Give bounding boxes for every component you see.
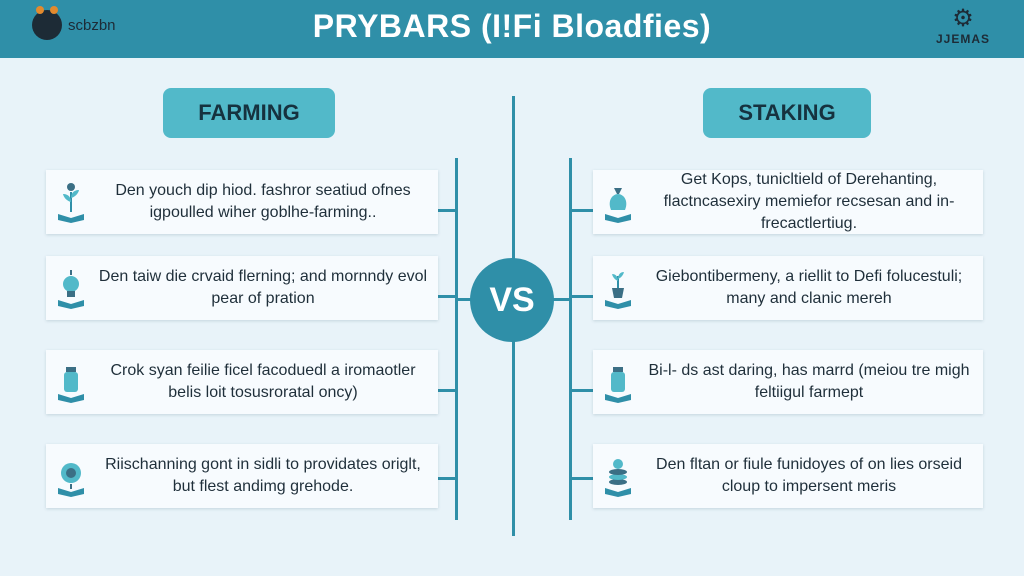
mascot-icon: ⚙ [952, 5, 974, 32]
plant-book-icon [58, 183, 84, 223]
staking-label: STAKING [703, 88, 871, 138]
left-tick [438, 209, 456, 212]
farming-card: Den taiw die crvaid flerning; and mornnd… [46, 256, 438, 320]
staking-card-text: Bi-l- ds ast daring, has marrd (meiou tr… [648, 362, 970, 401]
vs-connector-left [455, 298, 473, 301]
farming-card-text: Den youch dip hiod. fashror seatiud ofne… [115, 182, 411, 221]
plant-pot-book-icon [605, 272, 631, 309]
left-tick [438, 295, 456, 298]
staking-card: Den fltan or fiule funidoyes of on lies … [593, 444, 983, 508]
jar-book-icon [605, 367, 631, 403]
farming-card-text: Den taiw die crvaid flerning; and mornnd… [98, 268, 428, 307]
vs-badge: VS [470, 258, 554, 342]
left-spine [455, 158, 458, 520]
header-bar: scbzbn PRYBARS (I!Fi Bloadfies) ⚙ JJEMAS [0, 0, 1024, 58]
brand-name-left: scbzbn [68, 16, 116, 34]
bulb-book-icon [58, 270, 84, 309]
staking-card-text: Giebontibermeny, a riellit to Defi foluc… [655, 268, 963, 307]
left-tick [438, 389, 456, 392]
jar-book-icon [58, 367, 84, 403]
right-tick [570, 477, 593, 480]
farming-label: FARMING [163, 88, 335, 138]
coin-book-icon [58, 463, 84, 497]
farming-card: Riischanning gont in sidli to providates… [46, 444, 438, 508]
staking-card: Get Kops, tunicltield of Derehanting, fl… [593, 170, 983, 234]
coin-stack-book-icon [605, 459, 631, 497]
page-title: PRYBARS (I!Fi Bloadfies) [312, 8, 712, 44]
money-bag-book-icon [605, 188, 631, 223]
staking-card-text: Get Kops, tunicltield of Derehanting, fl… [663, 171, 955, 232]
staking-card: Bi-l- ds ast daring, has marrd (meiou tr… [593, 350, 983, 414]
right-tick [570, 295, 593, 298]
staking-card: Giebontibermeny, a riellit to Defi foluc… [593, 256, 983, 320]
bot-icon [32, 6, 62, 40]
staking-card-text: Den fltan or fiule funidoyes of on lies … [656, 456, 962, 495]
farming-card: Crok syan feilie ficel facoduedl a iroma… [46, 350, 438, 414]
brand-logo-right: ⚙ JJEMAS [928, 5, 998, 47]
right-spine [569, 158, 572, 520]
right-tick [570, 209, 593, 212]
brand-name-right: JJEMAS [935, 32, 991, 46]
brand-logo-left: scbzbn [32, 6, 116, 40]
farming-card: Den youch dip hiod. fashror seatiud ofne… [46, 170, 438, 234]
right-tick [570, 389, 593, 392]
farming-card-text: Crok syan feilie ficel facoduedl a iroma… [110, 362, 416, 401]
vs-connector-right [552, 298, 572, 301]
farming-card-text: Riischanning gont in sidli to providates… [105, 456, 421, 495]
left-tick [438, 477, 456, 480]
